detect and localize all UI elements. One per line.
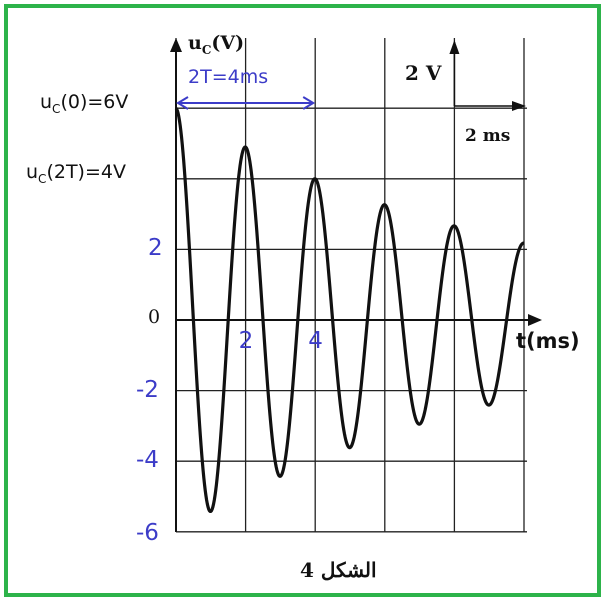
y-tick-label: 0 (148, 306, 161, 328)
period-arrowhead-left (176, 96, 189, 110)
grid (175, 38, 527, 533)
figure-caption: الشكل 4 (300, 558, 377, 582)
x-tick-label: 2 (238, 328, 254, 354)
period-annotation: 2T=4ms (188, 66, 269, 88)
x-scale-label: 2 ms (465, 126, 511, 146)
curve-group (174, 107, 525, 513)
period-arrowhead-right (302, 96, 316, 110)
y-tick-label: -2 (136, 376, 159, 403)
y-tick-label: -4 (136, 447, 159, 474)
y-axis-arrow (170, 38, 182, 52)
y-scale-arrowhead (449, 40, 460, 54)
uc2t-annotation: uC(2T)=4V (26, 161, 126, 186)
x-axis-label: t(ms) (516, 329, 580, 353)
y-tick-label: 2 (148, 235, 163, 262)
x-axis-arrow (528, 314, 542, 326)
uc0-annotation: uC(0)=6V (40, 91, 129, 116)
y-tick-label: -6 (136, 519, 159, 546)
x-scale-arrowhead (512, 101, 526, 111)
axes (170, 38, 542, 532)
uc-curve (174, 107, 525, 513)
y-scale-label: 2 V (405, 61, 442, 85)
y-axis-label: uC(V) (188, 32, 245, 57)
x-tick-label: 4 (308, 328, 323, 354)
